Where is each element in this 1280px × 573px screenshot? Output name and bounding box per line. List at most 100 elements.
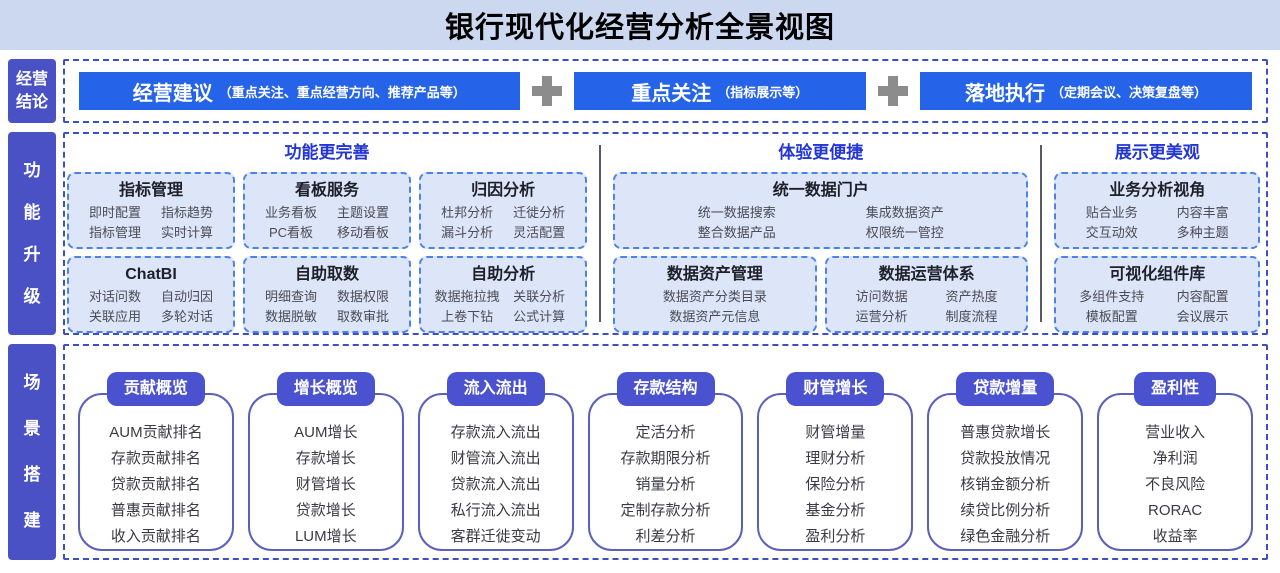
- feature-item: 制度流程: [945, 309, 998, 324]
- card-title: ChatBI: [125, 266, 177, 283]
- feature-item: 数据权限: [337, 289, 390, 304]
- group-header: 展示更美观: [1114, 143, 1200, 162]
- scene-item: 保险分析: [805, 476, 866, 493]
- scene-title-pill: 存款结构: [616, 372, 715, 406]
- group-experience-convenient: 体验更便捷 统一数据门户 统一数据搜索 集成数据资产 整合数据产品 权限统一管控: [613, 141, 1029, 333]
- scene-item: 存款贡献排名: [110, 450, 201, 467]
- scene-cards-row: 贡献概览 AUM贡献排名 存款贡献排名 贷款贡献排名 普惠贡献排名 收入贡献排名…: [78, 372, 1254, 551]
- scene-title-pill: 财管增长: [786, 372, 885, 406]
- feature-item: 访问数据: [855, 289, 908, 304]
- scene-item: 销量分析: [635, 476, 696, 493]
- feature-item: 会议展示: [1176, 309, 1229, 324]
- conclusion-step-focus: 重点关注 （指标展示等）: [573, 72, 866, 110]
- scene-item: 理财分析: [805, 450, 866, 467]
- feature-item: 业务看板: [265, 205, 318, 220]
- scene-item: 收益率: [1152, 528, 1198, 545]
- scene-card: 存款流入流出 财管流入流出 贷款流入流出 私行流入流出 客群迁徙变动: [417, 393, 574, 551]
- plus-icon: [531, 76, 562, 106]
- feature-item: 公式计算: [513, 309, 566, 324]
- feature-item: 实时计算: [161, 225, 214, 240]
- scene-item: 贷款贡献排名: [110, 476, 201, 493]
- card-items: 访问数据 资产热度 运营分析 制度流程: [831, 287, 1023, 327]
- card-items: 对话问数 自动归因 关联应用 多轮对话: [73, 287, 229, 327]
- step-label: 重点关注: [631, 82, 712, 105]
- card-title: 数据资产管理: [666, 266, 763, 283]
- step-sub-label: （指标展示等）: [717, 84, 809, 100]
- feature-item: 多组件支持: [1079, 289, 1145, 304]
- feature-card-business-view: 业务分析视角 贴合业务 内容丰富 交互动效 多种主题: [1054, 172, 1261, 249]
- feature-item: 统一数据搜索: [697, 205, 776, 220]
- scene-item: 定活分析: [635, 424, 696, 441]
- card-items: 数据拖拉拽 关联分析 上卷下钻 公式计算: [425, 287, 581, 327]
- scene-item: 存款期限分析: [620, 450, 711, 467]
- feature-item: 数据资产分类目录: [662, 289, 767, 304]
- scene-item: 财管增长: [295, 476, 356, 493]
- card-title: 统一数据门户: [772, 182, 869, 199]
- section-label-scenes: 场 景 搭 建: [8, 344, 56, 560]
- feature-card-data-ops: 数据运营体系 访问数据 资产热度 运营分析 制度流程: [824, 256, 1029, 333]
- vertical-divider: [599, 145, 602, 322]
- feature-item: 即时配置: [89, 205, 142, 220]
- feature-item: 漏斗分析: [441, 225, 494, 240]
- feature-card-data-asset-mgmt: 数据资产管理 数据资产分类目录 数据资产元信息: [613, 256, 817, 333]
- section-conclusion: 经营 结论 经营建议 （重点关注、重点经营方向、推荐产品等） 重点关注 （指标展…: [8, 59, 1268, 123]
- scene-item: 基金分析: [805, 502, 866, 519]
- card-title: 归因分析: [471, 182, 536, 199]
- scene-item: 普惠贷款增长: [960, 424, 1051, 441]
- card-row: 指标管理 即时配置 指标趋势 指标管理 实时计算 看板服务 业务看板 主题设置: [67, 172, 588, 249]
- feature-item: 内容配置: [1176, 289, 1229, 304]
- scene-item: AUM增长: [294, 424, 358, 441]
- group-display-beautiful: 展示更美观 业务分析视角 贴合业务 内容丰富 交互动效 多种主题 可: [1054, 141, 1261, 333]
- scene-item: 存款流入流出: [450, 424, 541, 441]
- scenes-box: 贡献概览 AUM贡献排名 存款贡献排名 贷款贡献排名 普惠贡献排名 收入贡献排名…: [63, 344, 1268, 560]
- feature-item: 取数审批: [337, 309, 390, 324]
- feature-item: 贴合业务: [1085, 205, 1138, 220]
- card-items: 杜邦分析 迁徙分析 漏斗分析 灵活配置: [425, 203, 581, 243]
- scene-title-pill: 贡献概览: [106, 372, 205, 406]
- scene-inflow-outflow: 流入流出 存款流入流出 财管流入流出 贷款流入流出 私行流入流出 客群迁徙变动: [417, 372, 574, 551]
- scene-card: 普惠贷款增长 贷款投放情况 核销金额分析 续贷比例分析 绿色金融分析: [927, 393, 1084, 551]
- scene-card: 营业收入 净利润 不良风险 RORAC 收益率: [1097, 393, 1254, 551]
- card-title: 看板服务: [295, 182, 360, 199]
- feature-card-dashboard-service: 看板服务 业务看板 主题设置 PC看板 移动看板: [243, 172, 412, 249]
- conclusion-step-execution: 落地执行 （定期会议、决策复盘等）: [919, 72, 1252, 110]
- upgrade-box: 功能更完善 指标管理 即时配置 指标趋势 指标管理 实时计算 看板服务: [63, 132, 1268, 335]
- page-title: 银行现代化经营分析全景视图: [444, 12, 835, 44]
- scene-item: LUM增长: [294, 528, 357, 545]
- scene-item: 贷款增长: [295, 502, 356, 519]
- group-header: 功能更完善: [284, 143, 370, 162]
- scene-card: AUM贡献排名 存款贡献排名 贷款贡献排名 普惠贡献排名 收入贡献排名: [78, 393, 234, 551]
- section-label-upgrade: 功 能 升 级: [8, 132, 56, 335]
- feature-item: 资产热度: [945, 289, 998, 304]
- scene-item: 营业收入: [1145, 424, 1206, 441]
- feature-item: 自动归因: [161, 289, 214, 304]
- scene-loan-increment: 贷款增量 普惠贷款增长 贷款投放情况 核销金额分析 续贷比例分析 绿色金融分析: [927, 372, 1084, 551]
- scene-profitability: 盈利性 营业收入 净利润 不良风险 RORAC 收益率: [1097, 372, 1254, 551]
- group-header: 体验更便捷: [778, 143, 864, 162]
- scene-item: 核销金额分析: [960, 476, 1051, 493]
- scene-deposit-structure: 存款结构 定活分析 存款期限分析 销量分析 定制存款分析 利差分析: [587, 372, 744, 551]
- scene-item: 贷款流入流出: [450, 476, 541, 493]
- feature-item: 运营分析: [855, 309, 908, 324]
- feature-card-attribution: 归因分析 杜邦分析 迁徙分析 漏斗分析 灵活配置: [419, 172, 588, 249]
- scene-card: AUM增长 存款增长 财管增长 贷款增长 LUM增长: [247, 393, 404, 551]
- scene-item: 绿色金融分析: [960, 528, 1051, 545]
- feature-item: 迁徙分析: [513, 205, 566, 220]
- feature-item: 对话问数: [89, 289, 142, 304]
- feature-item: 权限统一管控: [865, 225, 944, 240]
- card-title: 业务分析视角: [1109, 182, 1206, 199]
- scene-item: 定制存款分析: [620, 502, 711, 519]
- feature-item: 整合数据产品: [697, 225, 776, 240]
- card-row: 统一数据门户 统一数据搜索 集成数据资产 整合数据产品 权限统一管控: [613, 172, 1029, 249]
- feature-item: 数据资产元信息: [669, 309, 761, 324]
- card-items: 业务看板 主题设置 PC看板 移动看板: [249, 203, 405, 243]
- feature-item: 指标趋势: [161, 205, 214, 220]
- scene-card: 财管增量 理财分析 保险分析 基金分析 盈利分析: [757, 393, 914, 551]
- scene-item: 续贷比例分析: [960, 502, 1051, 519]
- feature-card-chatbi: ChatBI 对话问数 自动归因 关联应用 多轮对话: [67, 256, 236, 333]
- card-items: 统一数据搜索 集成数据资产 整合数据产品 权限统一管控: [656, 203, 986, 243]
- conclusion-box: 经营建议 （重点关注、重点经营方向、推荐产品等） 重点关注 （指标展示等） 落地…: [63, 59, 1268, 123]
- scene-item: 贷款投放情况: [960, 450, 1051, 467]
- feature-card-visual-components: 可视化组件库 多组件支持 内容配置 模板配置 会议展示: [1054, 256, 1261, 333]
- scene-title-pill: 盈利性: [1134, 372, 1217, 406]
